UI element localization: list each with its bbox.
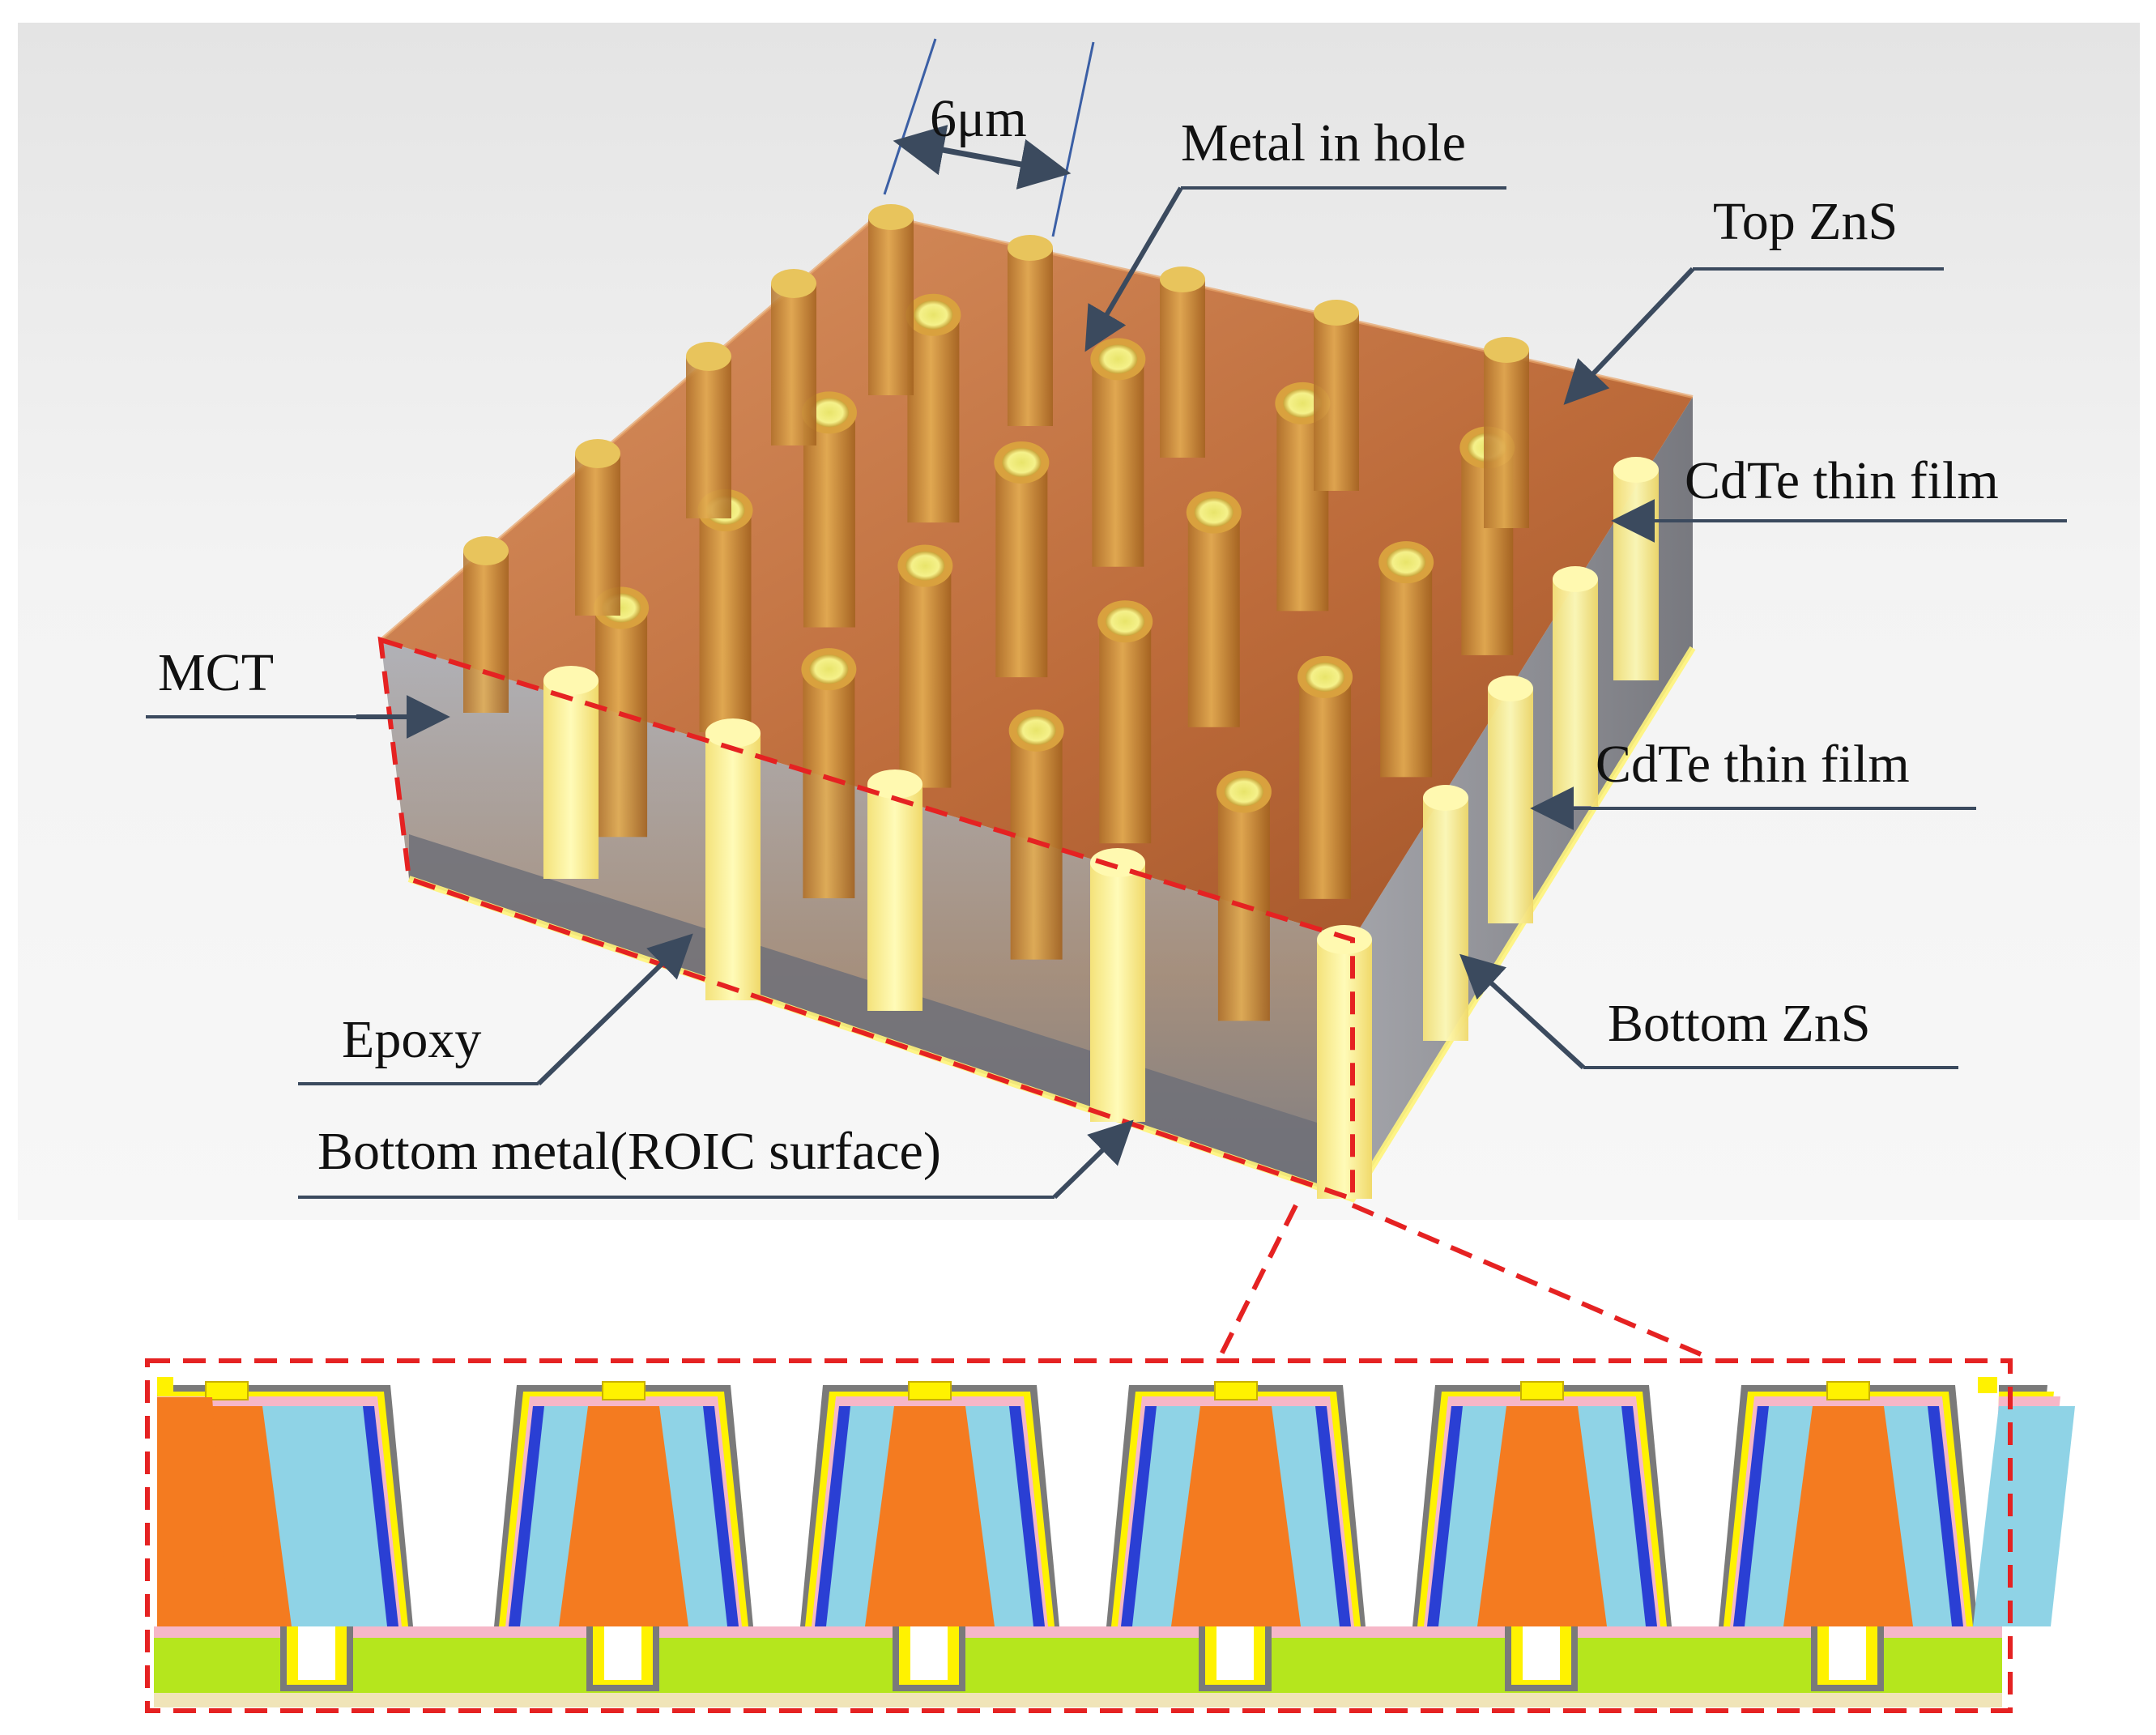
edge-pillars-group xyxy=(543,457,1659,1199)
xs-cell xyxy=(494,1381,753,1626)
front-edge-pillar xyxy=(1317,925,1372,1199)
metal-pillar xyxy=(1097,600,1153,844)
right-edge-pillar xyxy=(1423,785,1468,1041)
cross-section-base xyxy=(154,1691,2002,1707)
dimension-label: 6μm xyxy=(930,89,1027,148)
metal-pillar xyxy=(697,488,753,732)
bottom-zns-text: Bottom ZnS xyxy=(1608,994,1871,1053)
label-cdte-bottom: CdTe thin film xyxy=(1530,735,1976,830)
edge-half-pillar xyxy=(1160,266,1205,458)
pillars-group xyxy=(463,204,1529,1021)
right-edge-pillar xyxy=(1613,457,1659,680)
edge-half-pillar xyxy=(686,342,731,518)
front-edge-pillar xyxy=(1090,848,1145,1122)
metal-in-hole-text: Metal in hole xyxy=(1181,113,1466,173)
zoom-line-right xyxy=(1351,1203,1702,1357)
xs-edge-contact xyxy=(1978,1377,1997,1393)
3d-block xyxy=(377,204,1696,1203)
cdte-bottom-text: CdTe thin film xyxy=(1596,735,1910,794)
zoom-line-left xyxy=(1219,1204,1298,1356)
label-epoxy: Epoxy xyxy=(298,933,693,1086)
front-edge-pillar xyxy=(543,666,599,879)
cut-outline xyxy=(377,636,1355,1203)
metal-pillar xyxy=(1186,491,1242,727)
right-edge-pillar xyxy=(1553,566,1598,806)
xs-trench xyxy=(1811,1626,1884,1691)
metal-pillar xyxy=(905,293,961,523)
xs-trench xyxy=(1199,1626,1272,1691)
cross-section-inset xyxy=(145,1358,2075,1713)
mct-text: MCT xyxy=(158,643,274,702)
front-edge-pillar xyxy=(705,718,761,1000)
metal-pillar xyxy=(594,586,650,838)
edge-half-pillar xyxy=(1484,337,1529,528)
xs-trench xyxy=(1505,1626,1578,1691)
xs-trench xyxy=(893,1626,965,1691)
metal-pillar xyxy=(1216,770,1272,1021)
edge-half-pillar xyxy=(1008,235,1053,426)
metal-pillar xyxy=(1297,655,1353,899)
label-mct: MCT xyxy=(146,643,450,739)
xs-trench xyxy=(586,1626,659,1691)
label-cdte-top: CdTe thin film xyxy=(1611,451,2067,543)
label-metal-in-hole: Metal in hole xyxy=(1084,113,1506,352)
cross-section-cells xyxy=(154,1377,2075,1693)
xs-cell xyxy=(1412,1381,1672,1626)
top-zns-text: Top ZnS xyxy=(1713,192,1898,251)
metal-pillar xyxy=(897,544,953,788)
epoxy-text: Epoxy xyxy=(342,1010,481,1069)
metal-pillar xyxy=(1090,338,1146,567)
xs-edge-contact xyxy=(157,1377,173,1393)
metal-pillar xyxy=(1008,709,1064,960)
edge-half-pillar xyxy=(575,439,620,616)
xs-cell xyxy=(1106,1381,1366,1626)
xs-edge-block xyxy=(157,1397,228,1626)
label-bottom-zns: Bottom ZnS xyxy=(1459,953,1958,1070)
xs-cell xyxy=(800,1381,1059,1626)
edge-half-pillar xyxy=(1314,300,1359,491)
bottom-metal-text: Bottom metal(ROIC surface) xyxy=(317,1122,941,1181)
edge-half-pillar xyxy=(771,269,816,445)
label-bottom-metal: Bottom metal(ROIC surface) xyxy=(298,1119,1134,1200)
xs-trench xyxy=(280,1626,353,1691)
cdte-top-text: CdTe thin film xyxy=(1685,451,1999,510)
metal-pillar xyxy=(994,441,1050,678)
front-edge-pillar xyxy=(867,769,922,1011)
metal-pillar xyxy=(1378,541,1434,778)
edge-half-pillar xyxy=(868,204,914,395)
cross-section-frame xyxy=(145,1358,2013,1713)
dimension-annotation: 6μm xyxy=(883,38,1095,237)
metal-pillar xyxy=(801,648,857,898)
edge-half-pillar xyxy=(463,536,509,713)
right-edge-pillar xyxy=(1488,676,1533,923)
label-top-zns: Top ZnS xyxy=(1563,192,1944,405)
xs-cell xyxy=(1719,1381,1978,1626)
